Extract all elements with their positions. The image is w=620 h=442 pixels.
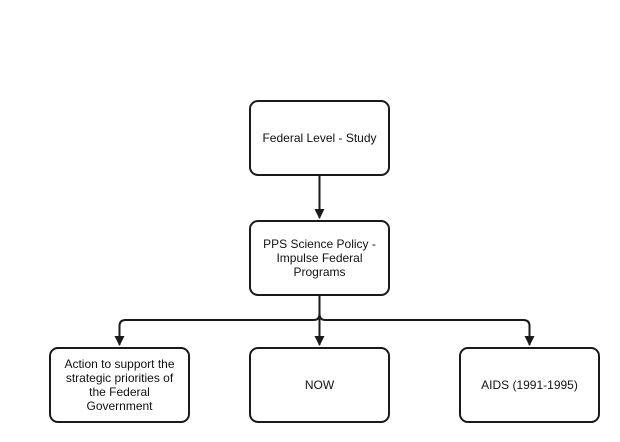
node-label: Federal Level - Study <box>262 131 377 145</box>
node-federal-level-study: Federal Level - Study <box>249 100 390 176</box>
node-label: Action to support the strategic prioriti… <box>64 357 175 413</box>
node-label: NOW <box>304 378 335 392</box>
edge-pps-to-action <box>114 296 321 346</box>
node-aids: AIDS (1991-1995) <box>459 347 600 423</box>
node-label: AIDS (1991-1995) <box>481 378 578 392</box>
node-pps-science-policy: PPS Science Policy - Impulse Federal Pro… <box>249 220 390 296</box>
edge-pps-to-aids <box>318 296 535 346</box>
node-action-support-priorities: Action to support the strategic prioriti… <box>49 347 190 423</box>
node-label: PPS Science Policy - Impulse Federal Pro… <box>263 237 376 279</box>
node-now: NOW <box>249 347 390 423</box>
